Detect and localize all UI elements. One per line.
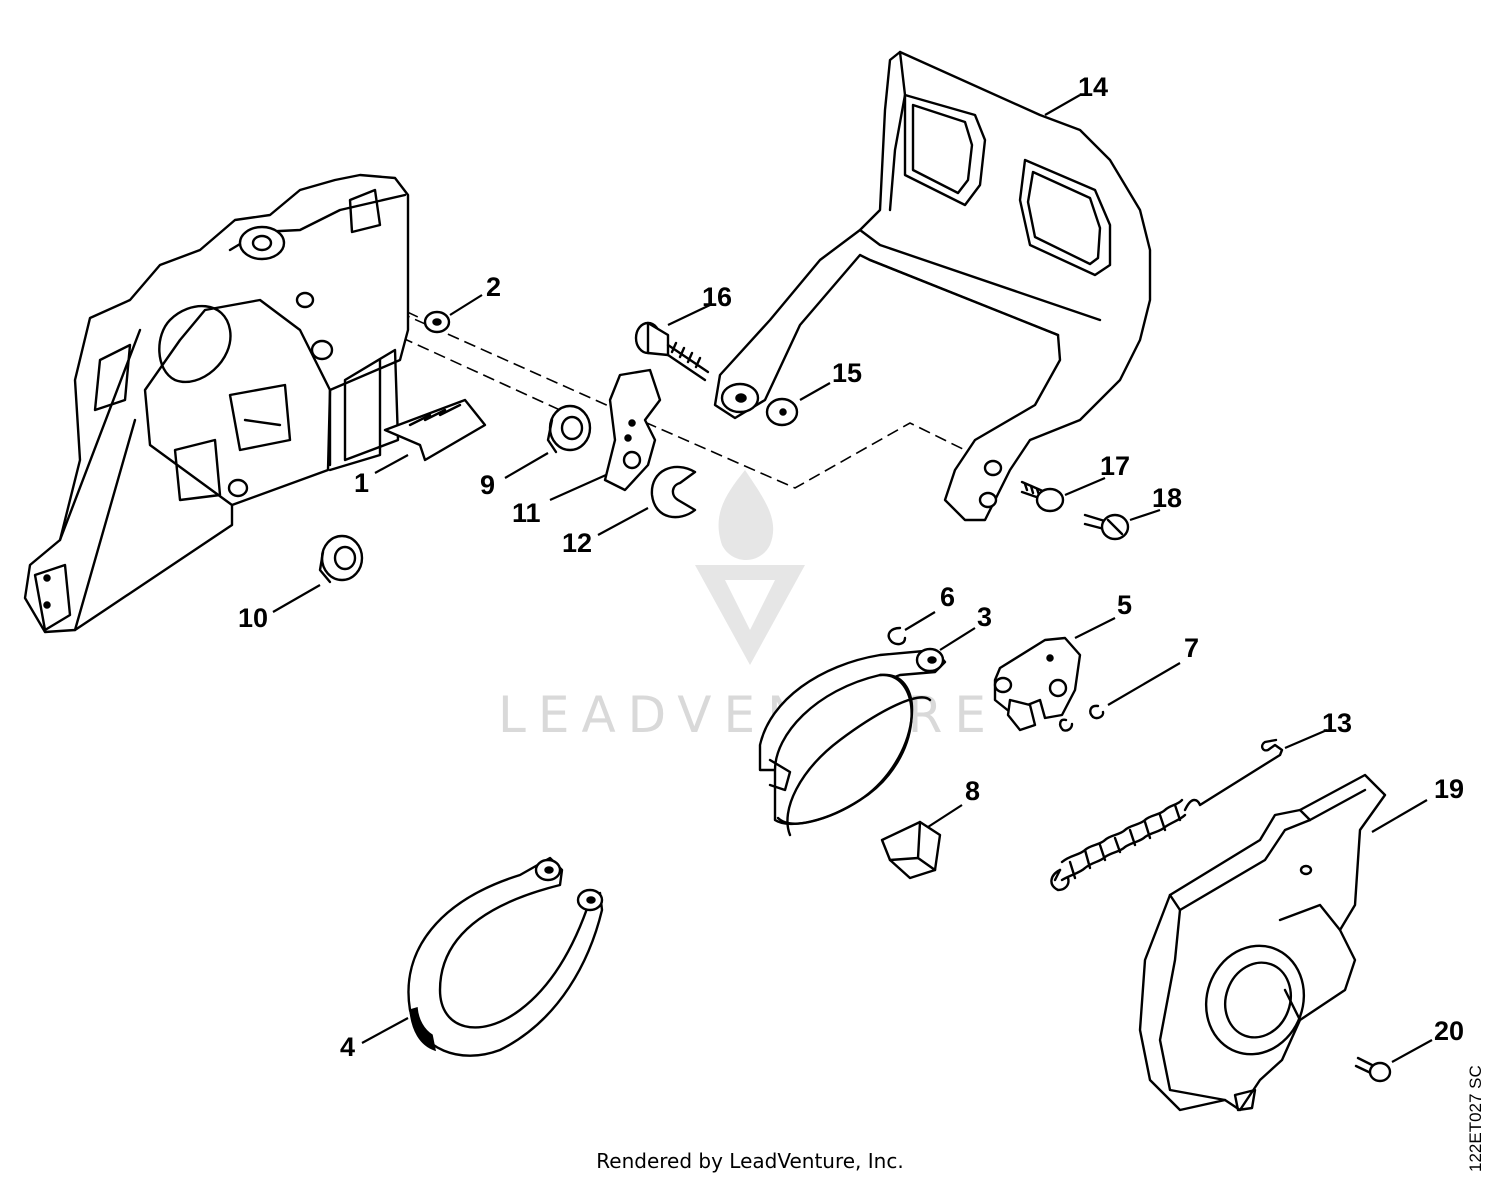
callout-6: 6 (940, 582, 955, 612)
part-5-lever-plate (993, 636, 1082, 732)
callout-4: 4 (340, 1032, 355, 1062)
leader-lines (272, 94, 1433, 1063)
callout-18: 18 (1152, 483, 1182, 513)
watermark-v-logo-icon (695, 565, 805, 665)
part-2-washer (423, 310, 451, 334)
part-16-bolt (634, 321, 710, 382)
callout-20: 20 (1434, 1016, 1464, 1046)
callout-9: 9 (480, 470, 495, 500)
callout-2: 2 (486, 272, 501, 302)
callout-13: 13 (1322, 708, 1352, 738)
part-20-screw (1354, 1056, 1392, 1083)
watermark-flame-icon (718, 470, 774, 560)
part-12-c-clip (650, 465, 697, 519)
callout-14: 14 (1078, 72, 1108, 102)
callout-1: 1 (354, 468, 369, 498)
callout-labels: 1 2 3 4 5 6 7 8 9 10 11 12 13 14 15 16 1… (238, 72, 1464, 1062)
callout-17: 17 (1100, 451, 1130, 481)
part-3-brake-band (758, 647, 947, 837)
crankcase-housing (23, 173, 410, 634)
part-19-sprocket-cover (1138, 773, 1387, 1112)
callout-11: 11 (512, 498, 541, 528)
callout-8: 8 (965, 776, 980, 806)
watermark-brand-text: LEADVENTURE (498, 686, 998, 744)
part-17-screw (1020, 480, 1065, 513)
watermark: LEADVENTURE (498, 470, 998, 744)
part-9-bushing (546, 404, 592, 454)
part-14-hand-guard (713, 50, 1152, 522)
callout-3: 3 (977, 602, 992, 632)
callout-5: 5 (1117, 590, 1132, 620)
callout-12: 12 (562, 528, 592, 558)
part-15-washer (765, 397, 799, 427)
part-13-spring (1050, 738, 1284, 892)
part-10-bushing (318, 534, 364, 584)
part-7-clip (1058, 704, 1105, 732)
part-8-block (880, 820, 942, 880)
callout-15: 15 (832, 358, 862, 388)
callout-16: 16 (702, 282, 732, 312)
callout-10: 10 (238, 603, 268, 633)
part-6-clip (887, 626, 907, 646)
footer-credit: Rendered by LeadVenture, Inc. (596, 1149, 904, 1173)
callout-7: 7 (1184, 633, 1199, 663)
part-1-lever-pad (383, 398, 487, 462)
part-18-screw (1083, 513, 1130, 541)
part-11-bracket-plate (603, 368, 662, 492)
part-4-brake-band (407, 856, 604, 1057)
callout-19: 19 (1434, 774, 1464, 804)
